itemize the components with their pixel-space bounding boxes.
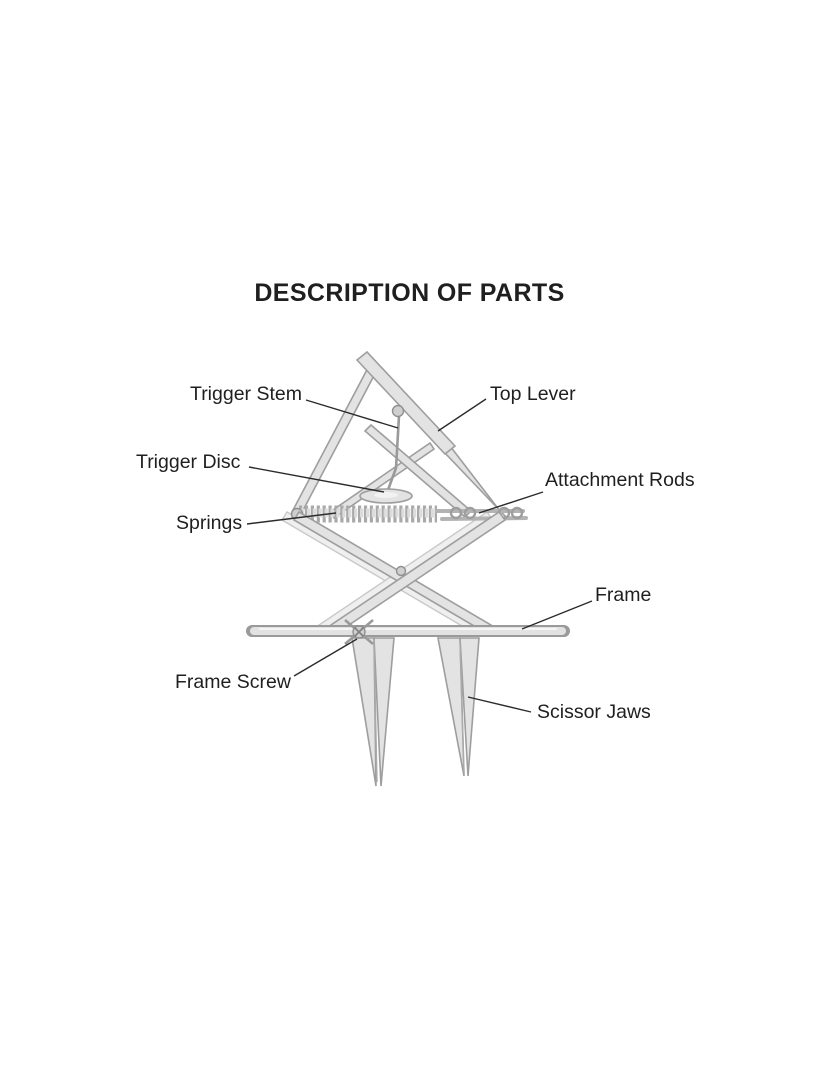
- top-lever-rivet: [391, 404, 405, 418]
- attachment-rod-loop: [449, 506, 463, 520]
- leader-line-attachment-rods: [478, 491, 544, 514]
- leader-line-scissor-jaws: [467, 696, 532, 713]
- scissor-jaw-left-front: [351, 637, 377, 787]
- attachment-rod-loop: [510, 506, 524, 520]
- leader-line-frame-screw: [293, 638, 358, 677]
- leader-lines: [246, 398, 593, 713]
- trigger-stem-shape: [386, 415, 401, 491]
- center-pivot-rivet: [395, 565, 407, 577]
- trap-illustration: [246, 350, 570, 787]
- scissor-jaw-left-back: [373, 637, 395, 787]
- leader-line-trigger-disc: [248, 466, 385, 493]
- page-title: DESCRIPTION OF PARTS: [254, 279, 565, 307]
- scissor-jaw-right-back: [459, 637, 480, 777]
- scissor-arm-right: [329, 510, 507, 635]
- label-top-lever: Top Lever: [490, 383, 576, 405]
- label-attachment-rods: Attachment Rods: [545, 469, 695, 491]
- top-lever-shape: [355, 350, 457, 456]
- label-frame-screw: Frame Screw: [175, 671, 291, 693]
- attachment-rod-loop: [463, 506, 477, 520]
- jaw-edge-right: [459, 639, 465, 774]
- jaw-edge-left: [373, 639, 378, 783]
- trigger-disc-highlight: [374, 492, 398, 498]
- label-frame: Frame: [595, 584, 652, 606]
- label-springs: Springs: [176, 512, 243, 534]
- label-scissor-jaws: Scissor Jaws: [537, 701, 651, 723]
- leader-line-springs: [246, 512, 337, 525]
- leader-line-frame: [521, 600, 593, 630]
- leader-line-trigger-stem: [305, 399, 399, 429]
- label-trigger-stem: Trigger Stem: [190, 383, 302, 405]
- leader-line-top-lever: [437, 398, 487, 432]
- frame-screw-slot: [354, 627, 364, 637]
- label-trigger-disc: Trigger Disc: [136, 451, 241, 473]
